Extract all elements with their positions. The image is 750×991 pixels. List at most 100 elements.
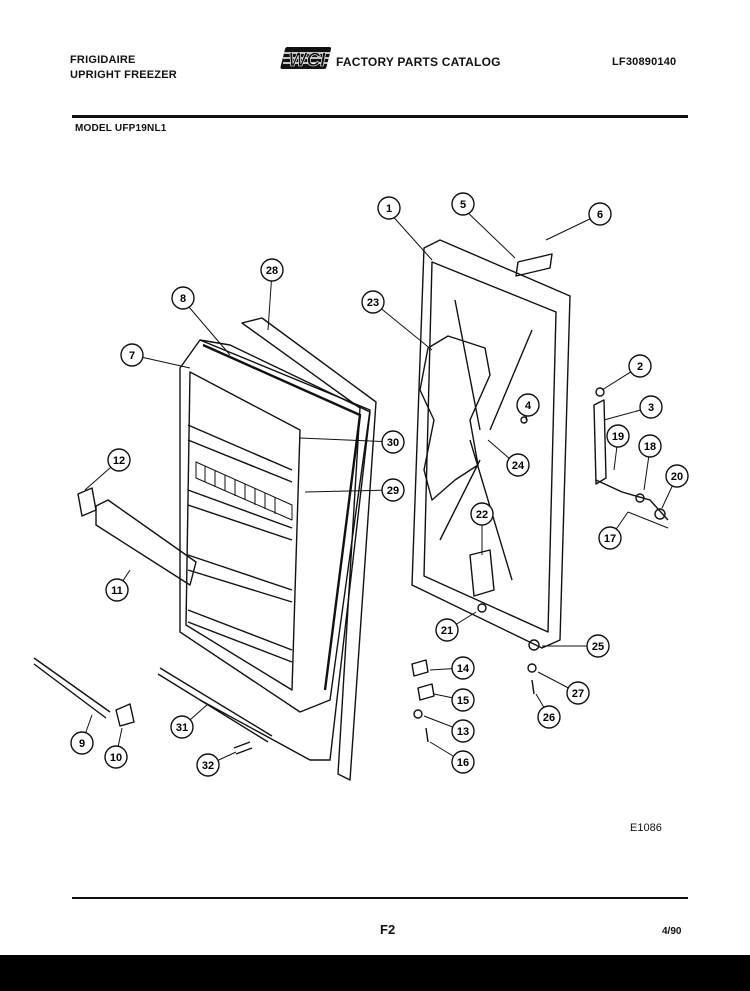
rail-end-cap bbox=[115, 703, 135, 727]
logo-text: WCI bbox=[289, 50, 327, 71]
door-liner-inner-edge bbox=[185, 371, 301, 691]
wci-logo-icon: WCI bbox=[280, 47, 332, 71]
callout-23: 23 bbox=[361, 290, 385, 314]
hinge-bar bbox=[593, 399, 607, 485]
door-screw bbox=[233, 741, 253, 755]
wire-basket bbox=[195, 461, 293, 521]
svg-text:3: 3 bbox=[648, 402, 654, 414]
product-name: UPRIGHT FREEZER bbox=[70, 69, 177, 81]
svg-text:12: 12 bbox=[113, 455, 125, 467]
callout-7: 7 bbox=[120, 343, 144, 367]
callout-10: 10 bbox=[104, 745, 128, 769]
svg-text:7: 7 bbox=[129, 350, 135, 362]
svg-text:6: 6 bbox=[597, 209, 603, 221]
svg-text:20: 20 bbox=[671, 471, 683, 483]
catalog-number: LF30890140 bbox=[612, 56, 677, 68]
callout-29: 29 bbox=[381, 478, 405, 502]
thermostat-knob bbox=[654, 508, 666, 520]
callout-15: 15 bbox=[451, 688, 475, 712]
page-date: 4/90 bbox=[662, 926, 682, 937]
door-shelf-1 bbox=[187, 424, 293, 483]
callout-27: 27 bbox=[566, 681, 590, 705]
callout-21: 21 bbox=[435, 618, 459, 642]
svg-text:14: 14 bbox=[457, 663, 470, 675]
door-seal bbox=[202, 343, 362, 691]
bottom-rail bbox=[157, 667, 273, 743]
svg-text:21: 21 bbox=[441, 625, 453, 637]
callout-13: 13 bbox=[451, 719, 475, 743]
callout-22: 22 bbox=[470, 502, 494, 526]
callout-5: 5 bbox=[451, 192, 475, 216]
svg-text:9: 9 bbox=[79, 738, 85, 750]
svg-text:11: 11 bbox=[111, 585, 123, 597]
callout-6: 6 bbox=[588, 202, 612, 226]
svg-text:17: 17 bbox=[604, 533, 616, 545]
screw-26 bbox=[531, 679, 535, 695]
callout-1: 1 bbox=[377, 196, 401, 220]
svg-text:27: 27 bbox=[572, 688, 584, 700]
svg-text:4: 4 bbox=[525, 400, 532, 412]
door-gasket-outline bbox=[241, 317, 377, 781]
svg-text:5: 5 bbox=[460, 199, 466, 211]
callout-2: 2 bbox=[628, 354, 652, 378]
svg-text:26: 26 bbox=[543, 712, 555, 724]
svg-text:13: 13 bbox=[457, 726, 469, 738]
callout-11: 11 bbox=[105, 578, 129, 602]
callout-18: 18 bbox=[638, 434, 662, 458]
door-rail bbox=[33, 657, 111, 719]
nut-21 bbox=[477, 603, 487, 613]
callout-32: 32 bbox=[196, 753, 220, 777]
page-label: F2 bbox=[380, 922, 396, 937]
svg-text:30: 30 bbox=[387, 437, 399, 449]
callout-4: 4 bbox=[516, 393, 540, 417]
callout-3: 3 bbox=[639, 395, 663, 419]
svg-text:19: 19 bbox=[612, 431, 624, 443]
callout-30: 30 bbox=[381, 430, 405, 454]
svg-text:22: 22 bbox=[476, 509, 488, 521]
callout-17: 17 bbox=[598, 526, 622, 550]
svg-text:24: 24 bbox=[512, 460, 525, 472]
callout-16: 16 bbox=[451, 750, 475, 774]
callout-12: 12 bbox=[107, 448, 131, 472]
callout-31: 31 bbox=[170, 715, 194, 739]
insulation-pad bbox=[419, 335, 491, 501]
svg-text:25: 25 bbox=[592, 641, 604, 653]
svg-text:15: 15 bbox=[457, 695, 469, 707]
svg-text:16: 16 bbox=[457, 757, 469, 769]
grommet-2 bbox=[595, 387, 605, 397]
svg-text:1: 1 bbox=[386, 203, 392, 215]
cabinet-inner-edge bbox=[423, 261, 557, 633]
drain-trough bbox=[469, 549, 495, 597]
model-number: MODEL UFP19NL1 bbox=[75, 123, 167, 134]
callout-20: 20 bbox=[665, 464, 689, 488]
callout-28: 28 bbox=[260, 258, 284, 282]
svg-text:32: 32 bbox=[202, 760, 214, 772]
screw-4 bbox=[520, 416, 528, 424]
catalog-title: FACTORY PARTS CATALOG bbox=[336, 55, 501, 69]
cabinet-brace bbox=[439, 299, 533, 581]
thermostat-bulb bbox=[635, 493, 645, 503]
screw-16 bbox=[425, 727, 429, 743]
door-outer-panel bbox=[199, 339, 371, 761]
footer-rule bbox=[72, 897, 688, 899]
svg-text:31: 31 bbox=[176, 722, 188, 734]
hinge-bracket-14 bbox=[411, 659, 429, 677]
washer-13 bbox=[413, 709, 423, 719]
brand-name: FRIGIDAIRE bbox=[70, 54, 136, 66]
door-rack-bar bbox=[95, 499, 197, 586]
door-shelf-2 bbox=[187, 489, 293, 541]
callout-25: 25 bbox=[586, 634, 610, 658]
door-shelf-3 bbox=[187, 554, 293, 603]
top-trim bbox=[515, 253, 553, 277]
washer-27 bbox=[527, 663, 537, 673]
callout-9: 9 bbox=[70, 731, 94, 755]
callout-14: 14 bbox=[451, 656, 475, 680]
diagram-code: E1086 bbox=[630, 822, 662, 834]
door-shelf-4 bbox=[187, 609, 293, 663]
callout-26: 26 bbox=[537, 705, 561, 729]
part-callouts: 1 2 3 4 5 6 7 8 9 10 11 12 13 14 15 16 1… bbox=[70, 192, 689, 777]
callout-8: 8 bbox=[171, 286, 195, 310]
svg-text:23: 23 bbox=[367, 297, 379, 309]
header-rule bbox=[72, 115, 688, 118]
